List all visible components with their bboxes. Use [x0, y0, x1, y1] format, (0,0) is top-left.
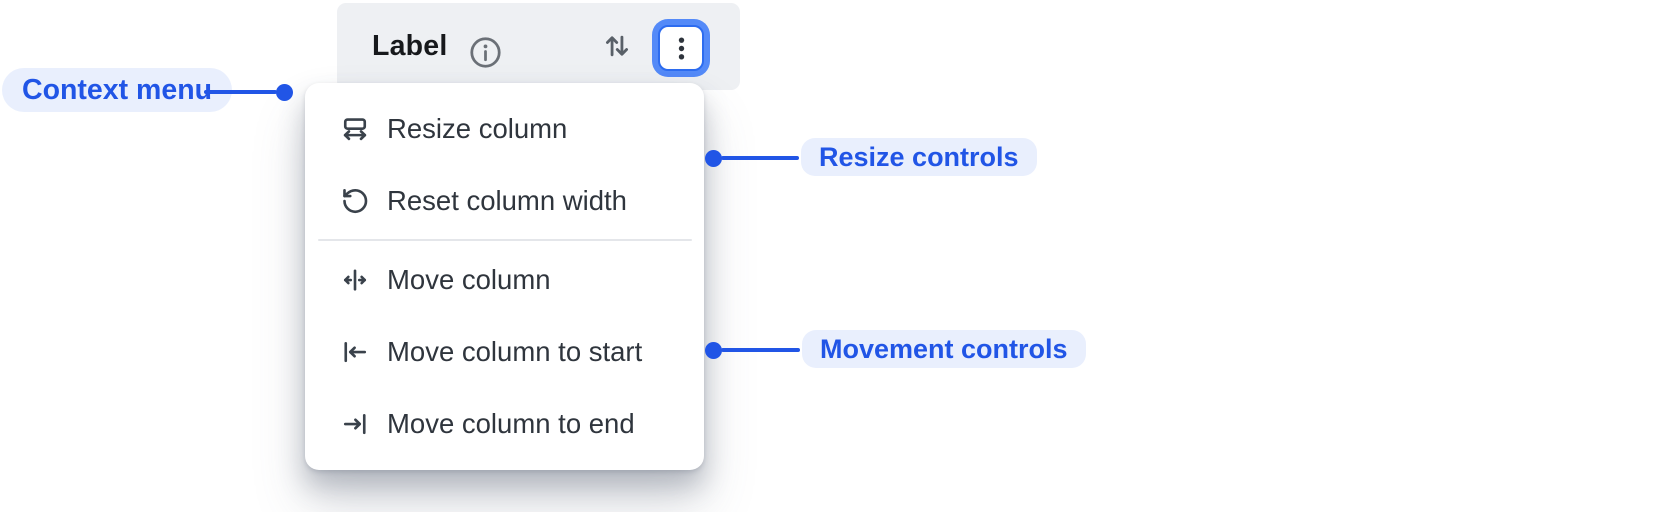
move-column-icon — [340, 265, 370, 295]
menu-item-reset-column-width[interactable]: Reset column width — [305, 165, 704, 237]
annotation-movement-controls: Movement controls — [802, 330, 1086, 368]
annotation-label: Movement controls — [820, 333, 1068, 364]
kebab-menu-icon — [668, 35, 695, 62]
menu-item-resize-column[interactable]: Resize column — [305, 93, 704, 165]
annotation-connector-dot — [276, 83, 293, 101]
annotation-connector-dot — [705, 149, 722, 167]
annotation-connector-line — [721, 348, 800, 352]
menu-item-label: Move column — [387, 264, 551, 295]
menu-item-label: Resize column — [387, 113, 568, 144]
annotation-context-menu: Context menu — [2, 68, 233, 112]
sort-arrows-icon[interactable] — [601, 30, 633, 62]
info-icon[interactable] — [468, 35, 503, 70]
annotation-resize-controls: Resize controls — [801, 138, 1037, 176]
context-menu: Resize column Reset column width — [305, 83, 704, 470]
menu-divider — [318, 239, 692, 241]
annotation-label: Resize controls — [819, 141, 1019, 172]
annotation-connector-line — [721, 156, 799, 160]
menu-item-label: Move column to end — [387, 408, 635, 439]
annotation-connector-line — [204, 90, 277, 94]
menu-item-label: Reset column width — [387, 185, 627, 216]
column-header: Label — [337, 3, 740, 90]
annotation-connector-dot — [705, 341, 722, 359]
column-header-title: Label — [372, 29, 448, 62]
move-column-to-end-icon — [340, 409, 370, 439]
resize-column-icon — [340, 114, 370, 144]
menu-item-move-column-to-start[interactable]: Move column to start — [305, 316, 704, 388]
annotation-label: Context menu — [22, 73, 213, 106]
move-column-to-start-icon — [340, 337, 370, 367]
reset-column-width-icon — [340, 186, 370, 216]
column-menu-button[interactable] — [658, 25, 704, 71]
menu-item-label: Move column to start — [387, 336, 643, 367]
menu-item-move-column-to-end[interactable]: Move column to end — [305, 388, 704, 460]
menu-item-move-column[interactable]: Move column — [305, 244, 704, 316]
